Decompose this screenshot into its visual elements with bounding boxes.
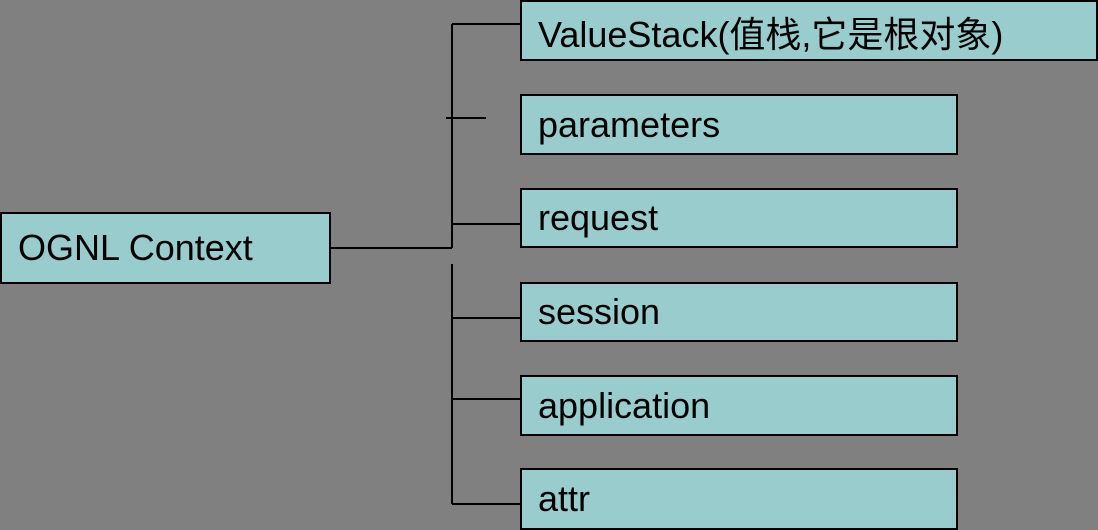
node-valuestack: ValueStack(值栈,它是根对象) xyxy=(520,0,1098,61)
node-attr: attr xyxy=(520,468,958,530)
node-session: session xyxy=(520,282,958,342)
node-ognl-context: OGNL Context xyxy=(0,212,331,284)
node-label: session xyxy=(538,291,661,332)
node-label: attr xyxy=(538,478,591,519)
node-label: application xyxy=(538,384,711,426)
node-request: request xyxy=(520,188,958,248)
node-label: parameters xyxy=(538,103,721,145)
node-parameters: parameters xyxy=(520,94,958,155)
node-label: request xyxy=(538,197,659,238)
node-application: application xyxy=(520,375,958,436)
node-label: OGNL Context xyxy=(18,227,253,268)
node-label: ValueStack(值栈,它是根对象) xyxy=(538,13,1004,55)
